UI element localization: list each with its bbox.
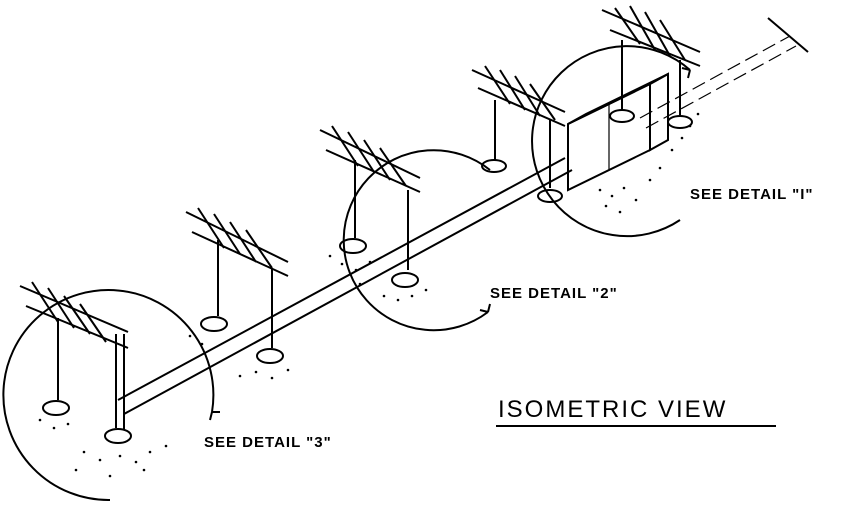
- antenna-array-4: [185, 207, 289, 364]
- detail-circle-2: [342, 149, 491, 332]
- antenna-array-2: [471, 65, 566, 203]
- ground-stipple: [38, 112, 700, 478]
- conduit-trunk: [117, 17, 809, 415]
- view-title: ISOMETRIC VIEW: [498, 396, 728, 423]
- detail-circle-3: [2, 289, 220, 502]
- antenna-array-5: [19, 281, 132, 444]
- see-detail-1-label: SEE DETAIL "I": [690, 186, 814, 203]
- antenna-array-1: [601, 5, 701, 129]
- see-detail-3-label: SEE DETAIL "3": [204, 434, 332, 451]
- detail-circle-1: [531, 45, 691, 238]
- equipment-cabinet: [567, 72, 669, 192]
- see-detail-2-label: SEE DETAIL "2": [490, 285, 618, 302]
- antenna-array-3: [319, 125, 421, 288]
